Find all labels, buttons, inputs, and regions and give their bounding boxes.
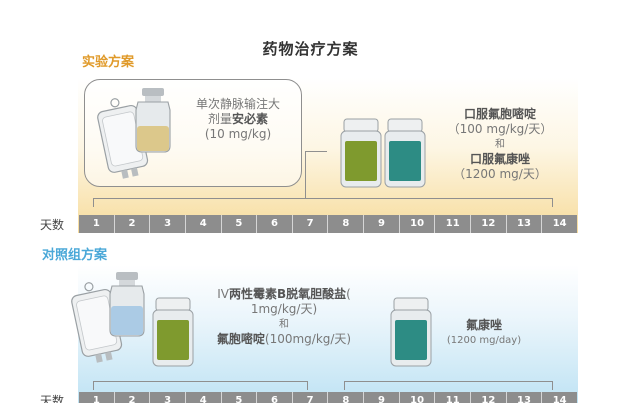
page-title: 药物治疗方案 bbox=[262, 40, 359, 58]
control-day-label: 天数 bbox=[40, 394, 65, 403]
single-dose-text: 单次静脉输注大 剂量安必素 (10 mg/kg) bbox=[176, 97, 300, 142]
experimental-day-label: 天数 bbox=[40, 218, 65, 232]
experimental-day-7: 7 bbox=[293, 215, 329, 233]
experimental-day-9: 9 bbox=[364, 215, 400, 233]
single-dose-line1: 单次静脉输注大 bbox=[195, 97, 280, 111]
control-day-9: 9 bbox=[364, 392, 400, 403]
experimental-day-8: 8 bbox=[328, 215, 365, 233]
control-day-2: 2 bbox=[115, 392, 151, 403]
control-day-12: 12 bbox=[471, 392, 507, 403]
experimental-day-13: 13 bbox=[507, 215, 543, 233]
single-dose-amount: (10 mg/kg) bbox=[204, 127, 272, 141]
control-day-13: 13 bbox=[507, 392, 543, 403]
control-day-3: 3 bbox=[150, 392, 186, 403]
experimental-day-2: 2 bbox=[115, 215, 151, 233]
experimental-day-4: 4 bbox=[186, 215, 222, 233]
control-green-vial-icon bbox=[152, 297, 194, 367]
oral-vials-icon bbox=[340, 118, 426, 188]
control-heading: 对照组方案 bbox=[42, 248, 108, 263]
iv-dose: 1mg/kg/天) bbox=[250, 302, 318, 316]
experimental-day-1: 1 bbox=[79, 215, 115, 233]
control-day-5: 5 bbox=[222, 392, 258, 403]
second-dose: (1200 mg/day) bbox=[446, 335, 522, 346]
combo-dose: (100mg/kg/天) bbox=[264, 332, 352, 346]
control-day-6: 6 bbox=[257, 392, 293, 403]
control-day-14: 14 bbox=[552, 395, 567, 403]
iv-open-paren: ( bbox=[346, 287, 351, 301]
iv-drug: 两性霉素B脱氧胆酸盐 bbox=[228, 287, 347, 301]
control-day-7: 7 bbox=[293, 392, 329, 403]
experimental-day-12: 12 bbox=[471, 215, 507, 233]
control-second-text: 氟康唑 (1200 mg/day) bbox=[434, 318, 534, 348]
experimental-day-10: 10 bbox=[400, 215, 436, 233]
experimental-day-5: 5 bbox=[222, 215, 258, 233]
combo-drug: 氟胞嘧啶 bbox=[216, 332, 265, 346]
oral-and: 和 bbox=[495, 139, 505, 150]
control-day-1: 1 bbox=[79, 392, 115, 403]
oral-drug-2: 口服氟康唑 bbox=[469, 152, 530, 166]
oral-regimen-text: 口服氟胞嘧啶 （100 mg/kg/天） 和 口服氟康唑 （1200 mg/天） bbox=[430, 107, 570, 182]
single-dose-drug: 安必素 bbox=[232, 112, 269, 126]
control-and: 和 bbox=[279, 319, 289, 330]
oral-dose-1: （100 mg/kg/天） bbox=[447, 122, 553, 136]
experimental-day-14: 14 bbox=[552, 218, 567, 229]
control-day-10: 10 bbox=[400, 392, 436, 403]
iv-prefix: IV bbox=[217, 287, 229, 301]
oral-dose-2: （1200 mg/天） bbox=[453, 167, 547, 181]
control-day-11: 11 bbox=[435, 392, 472, 403]
experimental-day-3: 3 bbox=[150, 215, 186, 233]
control-day-8: 8 bbox=[328, 392, 365, 403]
experimental-day-11: 11 bbox=[435, 215, 472, 233]
single-dose-prefix: 剂量 bbox=[207, 112, 232, 126]
control-teal-vial-icon bbox=[390, 297, 432, 367]
oral-drug-1: 口服氟胞嘧啶 bbox=[463, 107, 536, 121]
control-phase2-bracket bbox=[344, 381, 553, 390]
control-day-4: 4 bbox=[186, 392, 222, 403]
control-iv-bag-and-vial-icon bbox=[71, 272, 145, 363]
iv-bag-and-vial-icon bbox=[97, 88, 171, 179]
second-drug: 氟康唑 bbox=[465, 318, 502, 332]
control-iv-text: IV两性霉素B脱氧胆酸盐( 1mg/kg/天) 和 氟胞嘧啶(100mg/kg/… bbox=[196, 287, 372, 347]
control-phase1-bracket bbox=[93, 381, 308, 390]
connector-horizontal bbox=[305, 151, 327, 153]
single-dose-line2: 剂量安必素 bbox=[176, 112, 300, 127]
experimental-duration-bracket bbox=[93, 198, 553, 207]
experimental-day-6: 6 bbox=[257, 215, 293, 233]
experimental-heading: 实验方案 bbox=[82, 55, 135, 70]
connector-vertical bbox=[305, 151, 307, 198]
